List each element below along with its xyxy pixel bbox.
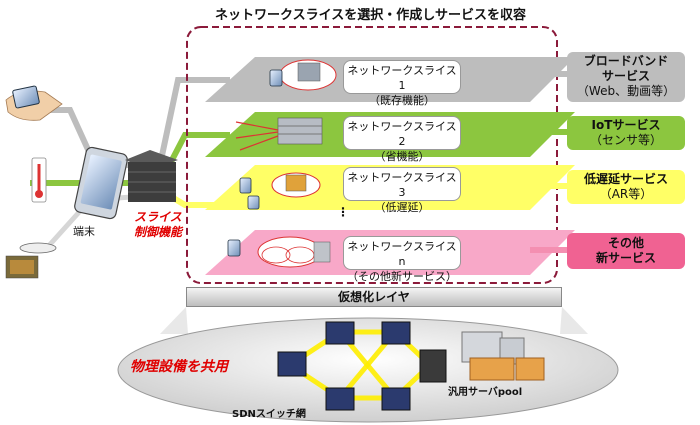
slice-1-name: ネットワークスライス1 (347, 64, 457, 92)
slice-group-boundary (186, 26, 558, 284)
slice-1-desc: （既存機能） (369, 94, 435, 107)
sdn-network-icon (277, 321, 447, 411)
slice-3-name: ネットワークスライス3 (347, 171, 457, 199)
server-pool-icon (461, 331, 545, 381)
slice-n-desc: （その他新サービス） (347, 270, 457, 283)
slice-n-name: ネットワークスライスn (347, 240, 457, 268)
slice-1-cloud-icon (269, 59, 337, 91)
service-other: その他 新サービス (567, 233, 685, 269)
slice-3-label: ネットワークスライス3 （低遅延） (343, 167, 461, 214)
service-iot: IoTサービス （センサ等） (567, 116, 685, 150)
slice-control-label: スライス 制御機能 (133, 210, 182, 239)
slice-3-desc: （低遅延） (374, 201, 430, 214)
hand-smartphone-icon (5, 85, 63, 121)
slice-2-name: ネットワークスライス2 (347, 120, 457, 148)
virtualization-layer-bar: 仮想化レイヤ (186, 287, 562, 307)
slice-3-server-icon (239, 172, 321, 210)
drone-camera-icon (5, 242, 57, 279)
slice-n-label: ネットワークスライスn （その他新サービス） (343, 236, 461, 283)
sdn-network-label: SDNスイッチ網 (232, 409, 306, 420)
slice-2-desc: （省機能） (374, 150, 430, 163)
slice-2-server-icon (235, 117, 323, 151)
ellipsis-dots: ⋮ (337, 205, 349, 219)
service-broadband: ブロードバンド サービス （Web、動画等） (567, 52, 685, 102)
physical-shared-label: 物理設備を共用 (130, 359, 228, 375)
terminal-label: 端末 (73, 225, 95, 238)
thermometer-icon (31, 157, 47, 203)
slice-control-server-icon (125, 150, 178, 202)
smartphone-terminal-icon (74, 146, 128, 220)
slice-2-label: ネットワークスライス2 （省機能） (343, 116, 461, 163)
slice-1-label: ネットワークスライス1 （既存機能） (343, 60, 461, 107)
slice-n-cloud-icon (227, 236, 331, 268)
server-pool-label: 汎用サーバpool (448, 387, 523, 398)
service-low-latency: 低遅延サービス （AR等） (567, 170, 685, 204)
projection-left (160, 307, 188, 334)
projection-right (560, 307, 588, 334)
diagram-title: ネットワークスライスを選択・作成しサービスを収容 (215, 8, 526, 23)
